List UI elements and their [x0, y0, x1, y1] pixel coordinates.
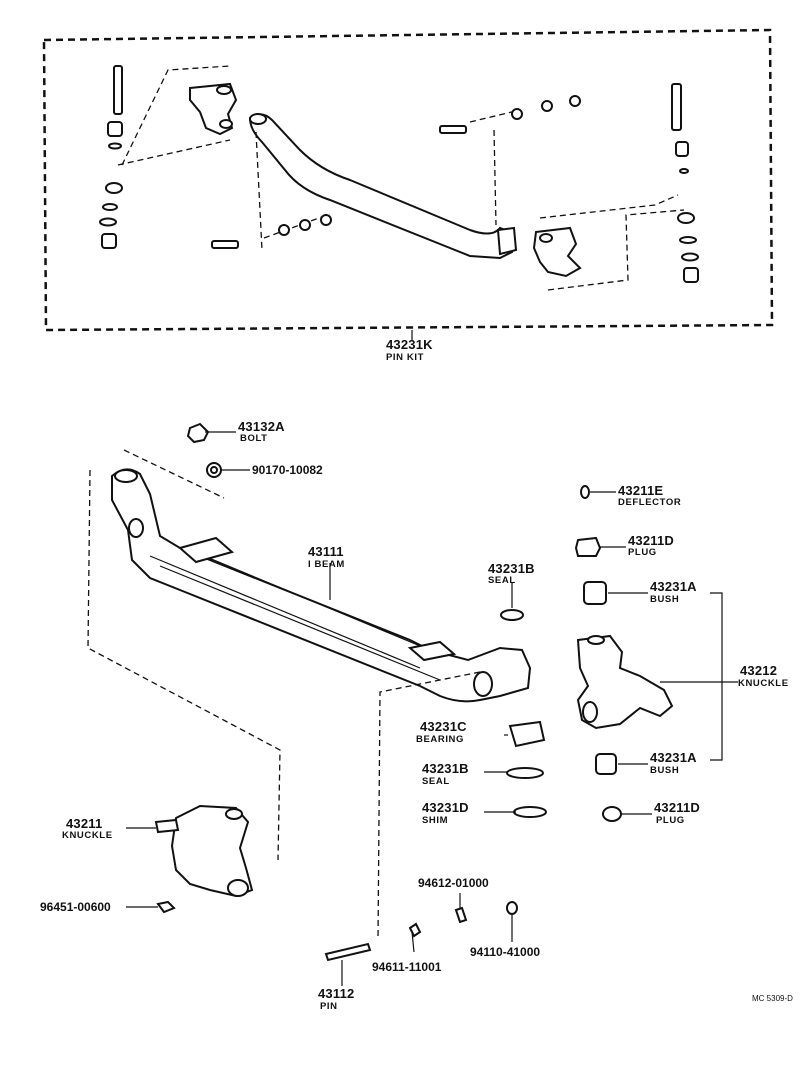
plug-low-part-number: 43211D	[654, 800, 701, 815]
bush-low-name: BUSH	[650, 765, 680, 776]
i-beam-part-number: 43111	[308, 544, 344, 559]
pin-name: PIN	[320, 1001, 338, 1012]
pin-kit-frame	[42, 28, 774, 332]
i-beam-drawing	[111, 468, 532, 703]
knuckle-right-name: KNUCKLE	[738, 678, 789, 689]
bearing-name: BEARING	[416, 734, 465, 745]
pin-kit-left-knuckle-drawing	[189, 82, 238, 136]
plug-top-part-number: 43211D	[628, 533, 675, 548]
i-beam-name: I BEAM	[308, 559, 345, 570]
plug-top-name: PLUG	[628, 547, 657, 558]
nut-top-part-number: 90170-10082	[252, 463, 323, 477]
bolt-drawing	[186, 422, 222, 478]
main-leader-lines	[87, 449, 481, 941]
knuckle-right-part-number: 43212	[740, 663, 778, 678]
label-leaders	[126, 330, 738, 986]
nut-low-part-number: 94110-41000	[470, 945, 541, 959]
deflector-part-number: 43211E	[618, 483, 664, 498]
washer-part-number: 94612-01000	[418, 876, 489, 890]
right-side-parts	[500, 485, 622, 822]
lock-washer-part-number: 94611-11001	[372, 960, 442, 974]
seal-low-name: SEAL	[422, 776, 450, 787]
knuckle-left-name: KNUCKLE	[62, 830, 113, 841]
plug-low-name: PLUG	[656, 815, 685, 826]
shim-name: SHIM	[422, 815, 449, 826]
pin-kit-beam-drawing	[248, 113, 518, 260]
bush-low-part-number: 43231A	[650, 750, 697, 765]
pin-kit-right-knuckle-drawing	[532, 226, 582, 278]
bolt-part-number: 43132A	[238, 419, 285, 434]
grease-fitting-part-number: 96451-00600	[40, 900, 111, 914]
seal-low-part-number: 43231B	[422, 761, 469, 776]
seal-top-name: SEAL	[488, 575, 516, 586]
bearing-part-number: 43231C	[420, 719, 467, 734]
pin-kit-leader-lines	[117, 65, 685, 291]
deflector-name: DEFLECTOR	[618, 497, 682, 508]
shim-part-number: 43231D	[422, 800, 469, 815]
pin-kit-right-parts	[671, 83, 699, 283]
knuckle-left-drawing	[154, 804, 254, 914]
pin-kit-part-number: 43231K	[386, 337, 433, 352]
pin-part-number: 43112	[318, 986, 355, 1001]
pin-kit-pins-nuts	[211, 95, 581, 249]
knuckle-right-drawing	[576, 634, 674, 730]
diagram-code: MC 5309-D	[752, 994, 793, 1003]
pin-kit-name: PIN KIT	[386, 352, 424, 363]
bush-top-name: BUSH	[650, 594, 680, 605]
bolt-name: BOLT	[240, 433, 268, 444]
pin-kit-left-parts	[99, 65, 123, 249]
knuckle-left-part-number: 43211	[66, 816, 103, 831]
seal-top-part-number: 43231B	[488, 561, 535, 576]
bush-top-part-number: 43231A	[650, 579, 697, 594]
